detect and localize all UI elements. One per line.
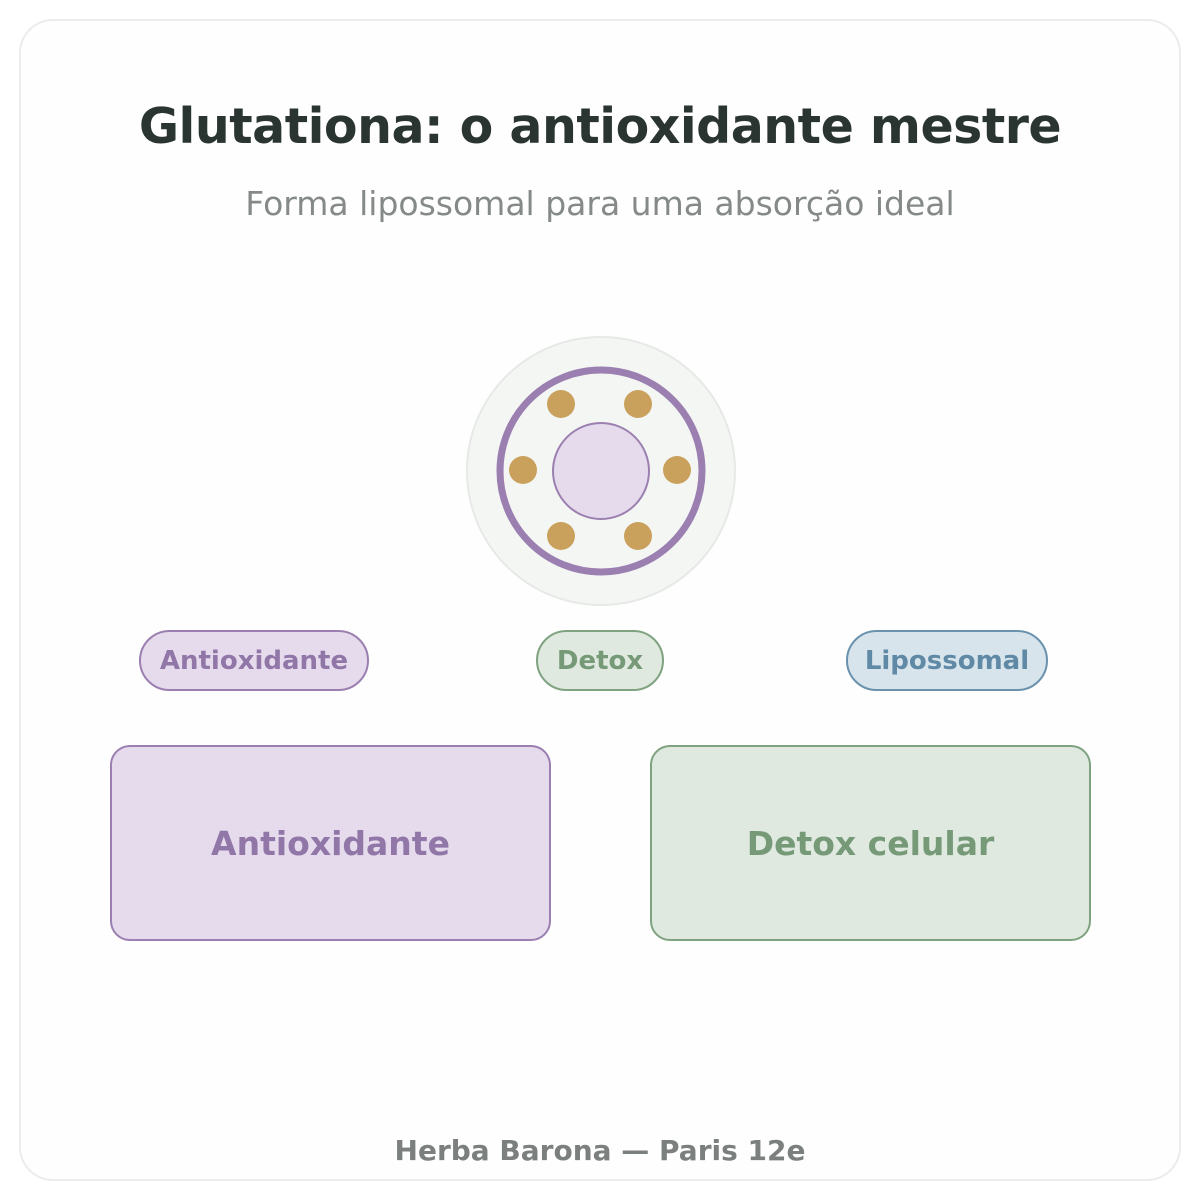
glutathione-particle	[663, 456, 691, 484]
page-title: Glutationa: o antioxidante mestre	[138, 98, 1062, 155]
tag-lipossomal: Lipossomal	[846, 630, 1048, 691]
glutathione-particle	[547, 390, 575, 418]
tag-antioxidante: Antioxidante	[139, 630, 369, 691]
liposome-membrane	[496, 366, 706, 576]
liposome-icon	[466, 336, 736, 606]
glutathione-particle	[547, 522, 575, 550]
tag-detox: Detox	[536, 630, 664, 691]
benefit-card-antioxidante: Antioxidante	[110, 745, 551, 941]
benefit-card-detox-celular: Detox celular	[650, 745, 1091, 941]
liposome-core	[552, 422, 650, 520]
glutathione-particle	[624, 390, 652, 418]
glutathione-particle	[624, 522, 652, 550]
footer-brand: Herba Barona — Paris 12e	[394, 1134, 806, 1167]
glutathione-particle	[509, 456, 537, 484]
page-subtitle: Forma lipossomal para uma absorção ideal	[245, 184, 955, 223]
